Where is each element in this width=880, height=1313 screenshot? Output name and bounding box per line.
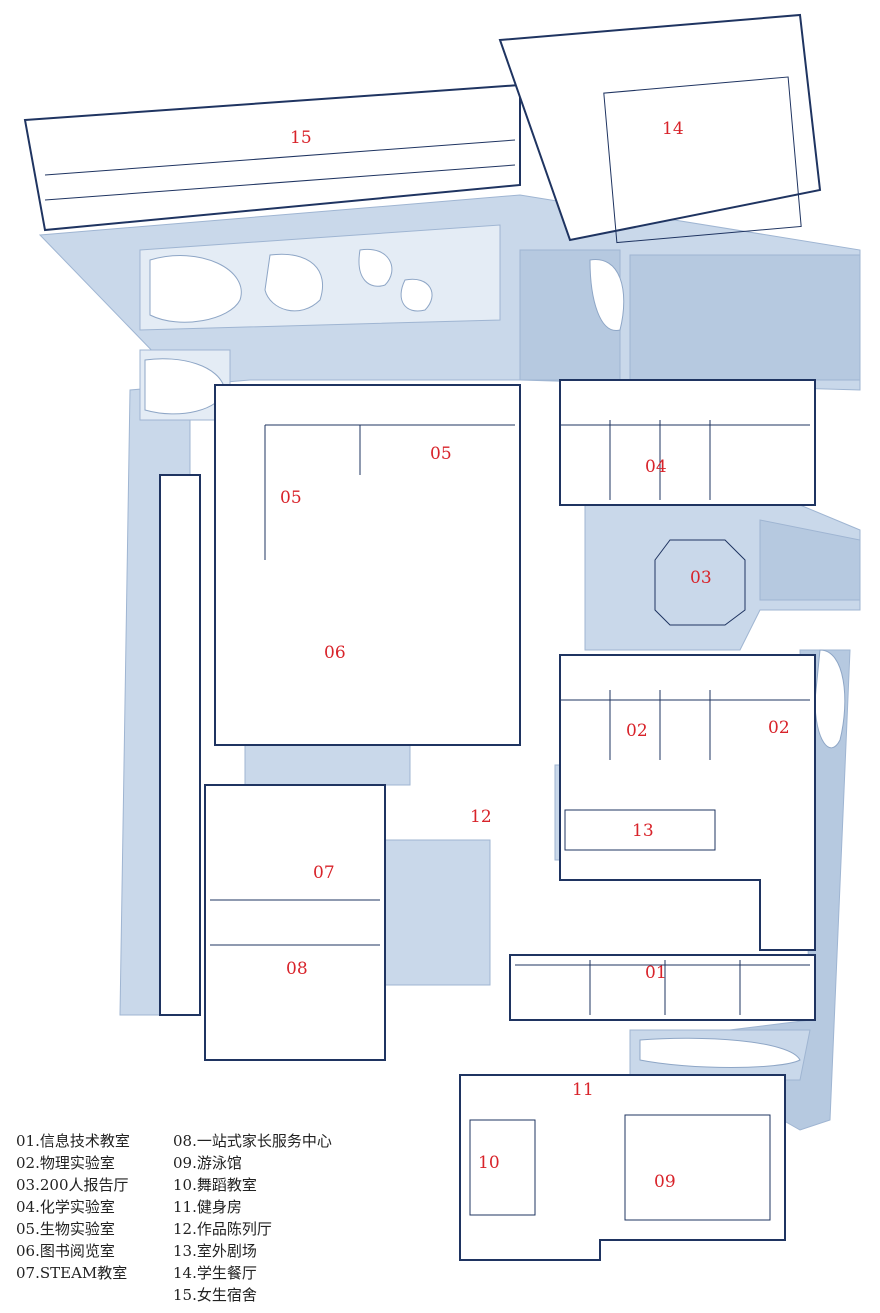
legend-item: 13.室外剧场: [173, 1242, 257, 1260]
zone-label-11: 11: [572, 1080, 594, 1100]
zone-label-10: 10: [478, 1153, 500, 1173]
zone-label-13: 13: [632, 821, 654, 841]
legend-column-right: 08.一站式家长服务中心 09.游泳馆 10.舞蹈教室 11.健身房 12.作品…: [173, 1130, 332, 1306]
legend-item: 14.学生餐厅: [173, 1264, 257, 1282]
zone-label-09: 09: [654, 1172, 676, 1192]
legend: 01.信息技术教室 02.物理实验室 03.200人报告厅 04.化学实验室 0…: [16, 1130, 436, 1310]
zone-label-02: 02: [768, 718, 790, 738]
legend-item: 08.一站式家长服务中心: [173, 1132, 332, 1150]
zone-label-08: 08: [286, 959, 308, 979]
zone-label-15: 15: [290, 128, 312, 148]
legend-column-left: 01.信息技术教室 02.物理实验室 03.200人报告厅 04.化学实验室 0…: [16, 1130, 130, 1284]
zone-label-01: 01: [645, 963, 667, 983]
legend-item: 05.生物实验室: [16, 1220, 115, 1238]
legend-item: 03.200人报告厅: [16, 1176, 129, 1194]
interior-walls: [44, 76, 810, 1221]
zone-label-03: 03: [690, 568, 712, 588]
legend-item: 12.作品陈列厅: [173, 1220, 272, 1238]
legend-item: 07.STEAM教室: [16, 1264, 128, 1282]
zone-label-05: 05: [430, 444, 452, 464]
legend-item: 09.游泳馆: [173, 1154, 242, 1172]
zone-labels: 01 02 02 03 04 05 05 06 07 08 09 10 11 1…: [280, 119, 790, 1192]
legend-item: 04.化学实验室: [16, 1198, 115, 1216]
legend-item: 15.女生宿舍: [173, 1286, 257, 1304]
zone-label-04: 04: [645, 457, 667, 477]
zone-label-02: 02: [626, 721, 648, 741]
zone-label-14: 14: [662, 119, 684, 139]
zone-label-05: 05: [280, 488, 302, 508]
landscape-islands: [144, 248, 846, 1068]
zone-label-07: 07: [313, 863, 335, 883]
legend-item: 10.舞蹈教室: [173, 1176, 257, 1194]
legend-item: 01.信息技术教室: [16, 1132, 130, 1150]
zone-label-12: 12: [470, 807, 492, 827]
building-footprints: [23, 13, 822, 1261]
legend-item: 06.图书阅览室: [16, 1242, 115, 1260]
legend-item: 02.物理实验室: [16, 1154, 115, 1172]
zone-label-06: 06: [324, 643, 346, 663]
legend-item: 11.健身房: [173, 1198, 242, 1216]
